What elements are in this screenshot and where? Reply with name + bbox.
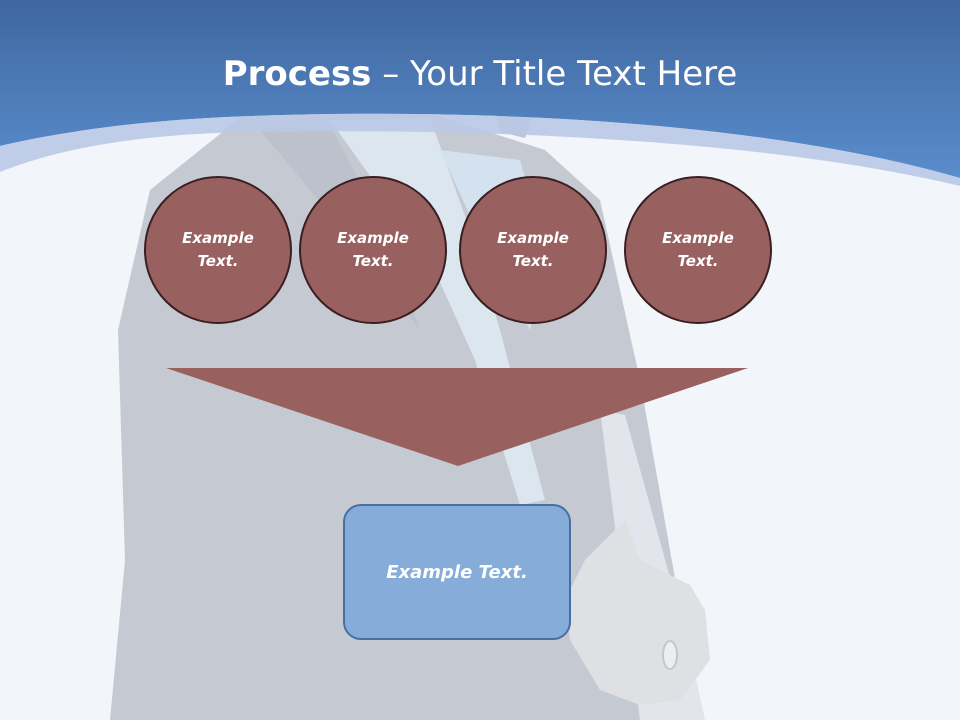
funnel-arrow [166,368,748,466]
title-rest: – Your Title Text Here [371,54,738,94]
process-step-3-label: Example Text. [497,229,569,270]
result-box: Example Text. [343,504,571,640]
process-step-1: Example Text. [144,176,292,324]
result-box-label: Example Text. [386,561,528,583]
process-step-4: Example Text. [624,176,772,324]
process-step-4-label: Example Text. [662,229,734,270]
page-title: Process – Your Title Text Here [0,52,960,96]
process-step-1-label: Example Text. [182,229,254,270]
process-step-2-label: Example Text. [337,229,409,270]
process-step-3: Example Text. [459,176,607,324]
title-bold: Process [222,54,372,94]
process-step-2: Example Text. [299,176,447,324]
